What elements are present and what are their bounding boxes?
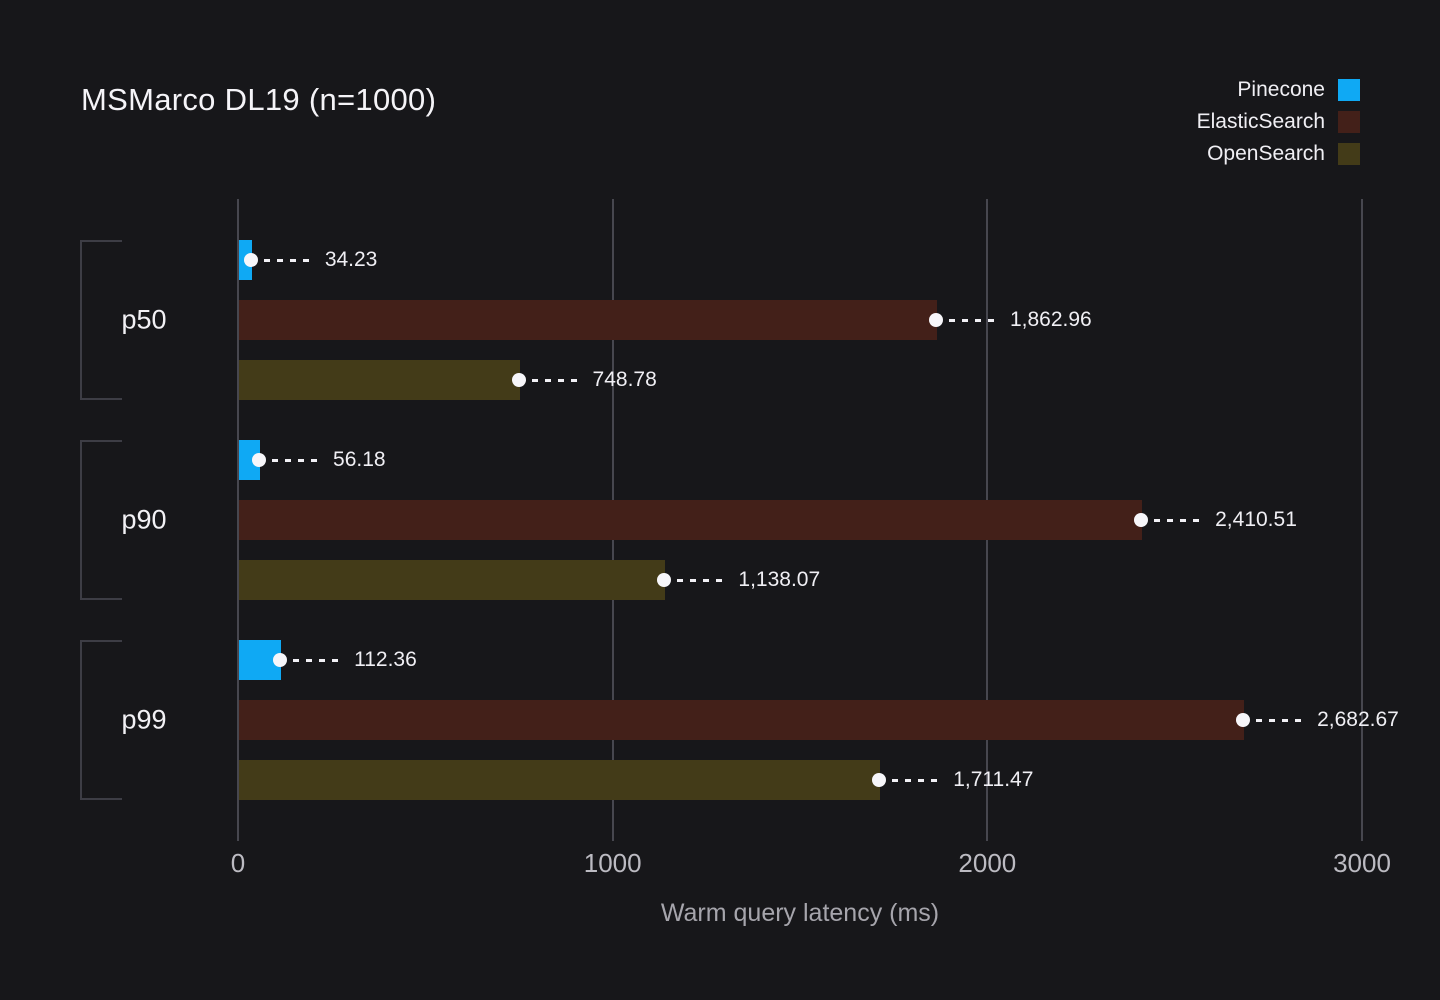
leader-line	[1154, 518, 1205, 522]
value-label: 1,711.47	[953, 768, 1034, 791]
bar-pinecone-p90	[239, 440, 261, 480]
legend-label: ElasticSearch	[1196, 110, 1325, 133]
bar-end-dot	[657, 573, 672, 587]
bar-end-dot	[273, 653, 288, 667]
bar-end-dot	[1134, 513, 1149, 527]
bar-elasticsearch-p50	[239, 300, 937, 340]
bar-opensearch-p50	[239, 360, 520, 400]
bar-end-dot	[252, 453, 267, 467]
value-label: 112.36	[354, 648, 417, 671]
bar-opensearch-p99	[239, 760, 881, 800]
bar-end-dot	[243, 253, 258, 267]
x-tick-label: 3000	[1333, 848, 1391, 878]
legend-item-pinecone: Pinecone	[1197, 79, 1360, 101]
x-tick-label: 1000	[583, 848, 642, 878]
legend-swatch-elasticsearch	[1338, 111, 1360, 133]
value-label: 2,682.67	[1317, 708, 1399, 731]
legend-label: Pinecone	[1237, 78, 1325, 101]
legend-item-opensearch: OpenSearch	[1197, 143, 1360, 165]
leader-line	[892, 778, 943, 782]
category-label-p50: p50	[121, 304, 167, 335]
category-label-p99: p99	[121, 704, 167, 735]
bar-end-dot	[1236, 713, 1251, 727]
group-bracket-p50	[80, 240, 122, 400]
value-label: 34.23	[324, 248, 378, 271]
legend-item-elasticsearch: ElasticSearch	[1197, 111, 1360, 133]
bar-elasticsearch-p99	[239, 700, 1245, 740]
group-bracket-p90	[80, 440, 122, 600]
bar-elasticsearch-p90	[239, 500, 1143, 540]
bar-end-dot	[872, 773, 887, 787]
bar-end-dot	[928, 313, 943, 327]
bar-opensearch-p90	[239, 560, 666, 600]
legend-swatch-opensearch	[1338, 143, 1360, 165]
leader-line	[293, 658, 344, 662]
value-label: 2,410.51	[1215, 508, 1297, 531]
x-tick-label: 2000	[958, 848, 1017, 878]
value-label: 748.78	[592, 368, 657, 391]
leader-line	[677, 578, 728, 582]
leader-line	[263, 258, 314, 262]
gridline-3000	[1361, 199, 1363, 841]
plot-area: 34.23 56.18 112.36 1,862.96 2,410.51 2,682.67…	[237, 199, 1399, 841]
leader-line	[272, 458, 323, 462]
bar-end-dot	[511, 373, 526, 387]
leader-line	[531, 378, 582, 382]
group-bracket-p99	[80, 640, 122, 800]
category-label-p90: p90	[121, 504, 167, 535]
legend-swatch-pinecone	[1338, 79, 1360, 101]
x-axis-label: Warm query latency (ms)	[660, 899, 940, 927]
legend-label: OpenSearch	[1207, 142, 1325, 165]
value-label: 1,138.07	[738, 568, 821, 591]
x-tick-label: 0	[230, 848, 246, 878]
value-label: 56.18	[333, 448, 386, 471]
chart-title: MSMarco DL19 (n=1000)	[81, 82, 437, 117]
leader-line	[1256, 718, 1307, 722]
gridline-0	[237, 199, 239, 841]
leader-line	[948, 318, 999, 322]
value-label: 1,862.96	[1009, 308, 1092, 331]
